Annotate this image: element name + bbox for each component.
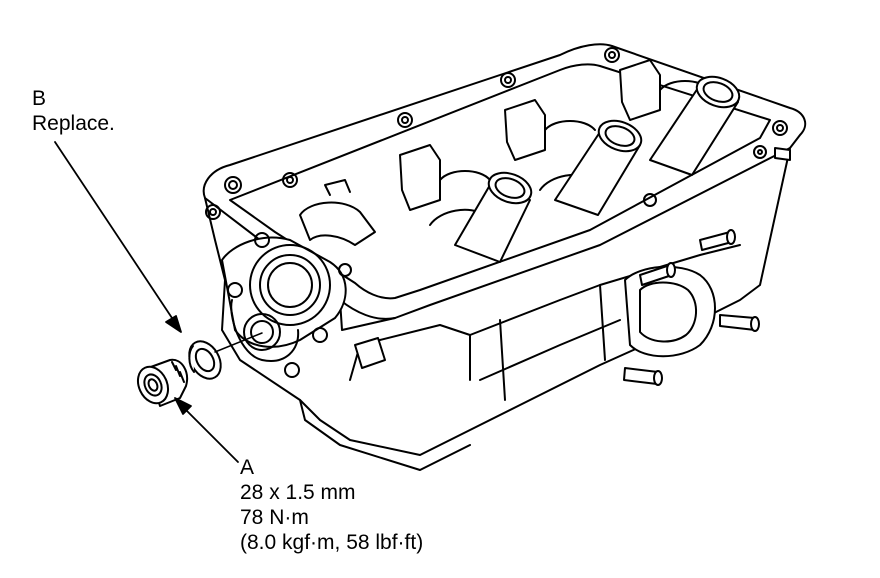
cam-saddles [299, 59, 711, 246]
callout-a-letter: A [240, 456, 255, 479]
callout-a-torque-alt: (8.0 kgf·m, 58 lbf·ft) [240, 531, 424, 554]
callout-a-size: 28 x 1.5 mm [240, 481, 356, 504]
install-line [214, 332, 263, 353]
callout-a: A 28 x 1.5 mm 78 N·m (8.0 kgf·m, 58 lbf·… [240, 455, 423, 555]
cylinder-head [202, 43, 807, 471]
leader-arrows [54, 141, 239, 463]
deck-bolt-holes [205, 47, 788, 277]
callout-b-note: Replace. [32, 112, 115, 135]
leader-a [177, 401, 239, 463]
arrowhead-b [165, 315, 182, 333]
callout-a-torque: 78 N·m [240, 506, 309, 529]
sealing-washer [188, 340, 222, 380]
studs [623, 147, 791, 386]
arrowhead-a [174, 397, 192, 415]
leader-b [54, 141, 181, 331]
callout-b-letter: B [32, 87, 47, 110]
plug [136, 358, 188, 407]
callout-b: B Replace. [32, 86, 115, 136]
spark-plug-tubes [454, 75, 741, 263]
